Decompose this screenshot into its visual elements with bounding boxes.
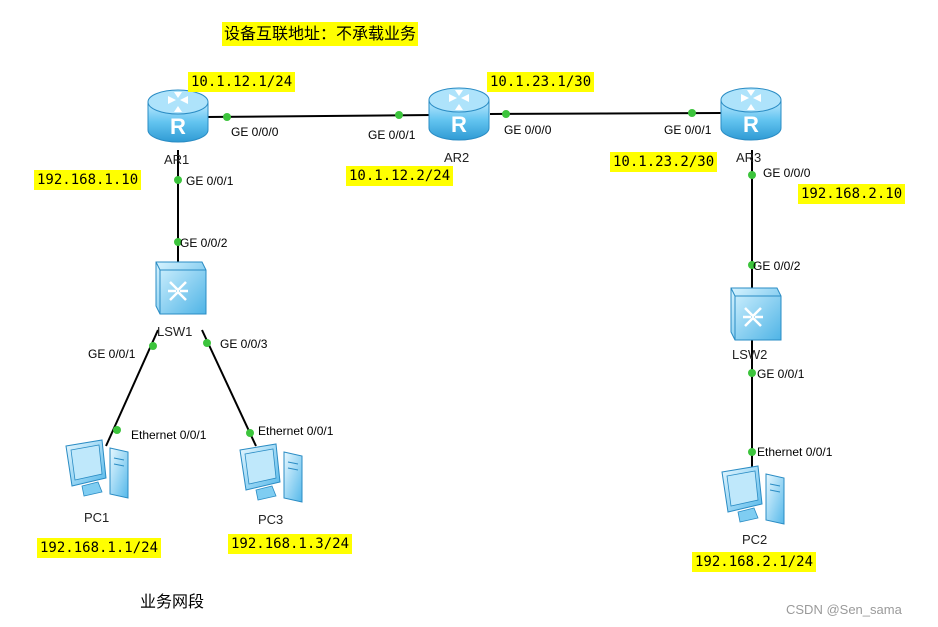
port-dot <box>395 111 403 119</box>
port-dot <box>223 113 231 121</box>
router-icon[interactable]: R <box>427 84 491 146</box>
port-dot <box>149 342 157 350</box>
port-dot <box>748 171 756 179</box>
watermark: CSDN @Sen_sama <box>786 602 902 617</box>
svg-text:R: R <box>743 112 759 137</box>
device-label-pc1: PC1 <box>84 510 110 525</box>
port-label-lsw1-ge002: GE 0/0/2 <box>180 236 228 250</box>
device-label-ar3: AR3 <box>736 150 762 165</box>
device-label-ar2: AR2 <box>444 150 470 165</box>
pc-icon[interactable] <box>718 464 790 530</box>
port-dot <box>246 429 254 437</box>
port-label-lsw2-ge002: GE 0/0/2 <box>753 259 801 273</box>
pc-icon[interactable] <box>62 438 134 504</box>
address-ar1-ge000: 10.1.12.1/24 <box>188 72 296 92</box>
port-label-ar2-ge000: GE 0/0/0 <box>504 123 552 137</box>
port-dot <box>174 238 182 246</box>
port-label-lsw2-ge001: GE 0/0/1 <box>757 367 805 381</box>
svg-text:R: R <box>451 112 467 137</box>
port-label-ar1-ge001: GE 0/0/1 <box>186 174 234 188</box>
address-ar1-lan: 192.168.1.10 <box>34 170 142 190</box>
port-dot <box>203 339 211 347</box>
port-dot <box>688 109 696 117</box>
port-dot <box>113 426 121 434</box>
port-label-ar2-ge001: GE 0/0/1 <box>368 128 416 142</box>
footer-note: 业务网段 <box>140 592 205 611</box>
address-ar3-lan: 192.168.2.10 <box>798 184 906 204</box>
port-label-lsw1-ge003: GE 0/0/3 <box>220 337 268 351</box>
router-icon[interactable]: R <box>719 84 783 146</box>
port-label-ar3-ge001: GE 0/0/1 <box>664 123 712 137</box>
port-dot <box>174 176 182 184</box>
port-label-pc1-eth: Ethernet 0/0/1 <box>131 428 207 442</box>
header-note: 设备互联地址：不承载业务 <box>222 22 419 46</box>
address-ar2-ge001: 10.1.12.2/24 <box>346 166 454 186</box>
port-dot <box>502 110 510 118</box>
router-icon[interactable]: R <box>146 86 210 148</box>
address-pc3: 192.168.1.3/24 <box>228 534 353 554</box>
port-dot <box>748 369 756 377</box>
link-ar2-ar3[interactable] <box>489 112 723 115</box>
address-ar2-ge000: 10.1.23.1/30 <box>487 72 595 92</box>
address-pc1: 192.168.1.1/24 <box>37 538 162 558</box>
device-label-lsw1: LSW1 <box>157 324 193 339</box>
pc-icon[interactable] <box>236 442 308 508</box>
switch-icon[interactable] <box>721 286 783 344</box>
link-lsw1-pc1[interactable] <box>105 329 159 447</box>
device-label-ar1: AR1 <box>164 152 190 167</box>
device-label-pc2: PC2 <box>742 532 768 547</box>
port-label-pc3-eth: Ethernet 0/0/1 <box>258 424 334 438</box>
port-label-pc2-eth: Ethernet 0/0/1 <box>757 445 833 459</box>
port-label-ar3-ge000: GE 0/0/0 <box>763 166 811 180</box>
address-ar3-ge001: 10.1.23.2/30 <box>610 152 718 172</box>
device-label-pc3: PC3 <box>258 512 284 527</box>
address-pc2: 192.168.2.1/24 <box>692 552 817 572</box>
link-ar1-ar2[interactable] <box>205 114 433 118</box>
port-label-ar1-ge000: GE 0/0/0 <box>231 125 279 139</box>
port-label-lsw1-ge001: GE 0/0/1 <box>88 347 136 361</box>
port-dot <box>748 448 756 456</box>
device-label-lsw2: LSW2 <box>732 347 768 362</box>
port-dot <box>748 261 756 269</box>
svg-text:R: R <box>170 114 186 139</box>
switch-icon[interactable] <box>146 260 208 318</box>
link-lsw1-pc3[interactable] <box>201 329 257 447</box>
